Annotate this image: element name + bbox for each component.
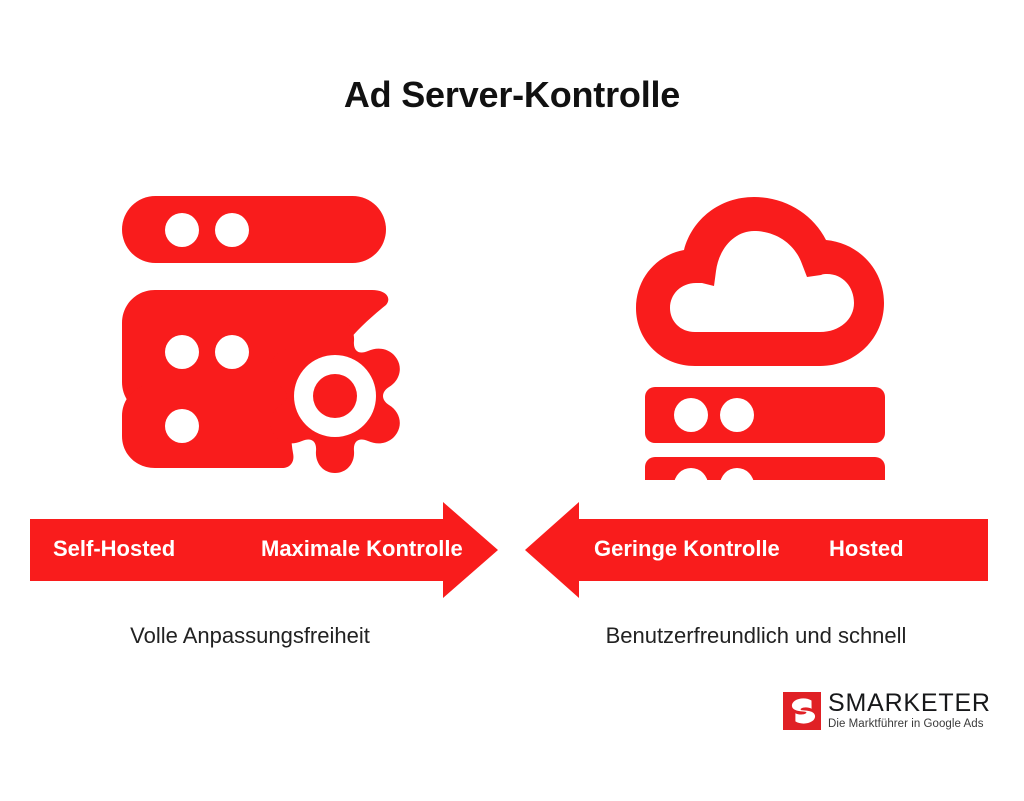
caption-left: Volle Anpassungsfreiheit (130, 623, 370, 648)
cloud-server-icon (632, 195, 902, 480)
logo-wordmark: SMARKETER (828, 689, 991, 718)
page-title: Ad Server-Kontrolle (343, 74, 681, 115)
smarketer-s-mark-icon (783, 692, 821, 730)
server-gear-icon (110, 185, 430, 480)
caption-right: Benutzerfreundlich und schnell (605, 623, 907, 648)
smarketer-logo: SMARKETER Die Marktführer in Google Ads (783, 688, 991, 734)
arrow-hosted: Geringe Kontrolle Hosted (524, 500, 988, 600)
arrow-self-hosted: Self-Hosted Maximale Kontrolle (30, 500, 500, 600)
logo-text-block: SMARKETER Die Marktführer in Google Ads (828, 691, 991, 730)
logo-tagline: Die Marktführer in Google Ads (828, 717, 984, 730)
